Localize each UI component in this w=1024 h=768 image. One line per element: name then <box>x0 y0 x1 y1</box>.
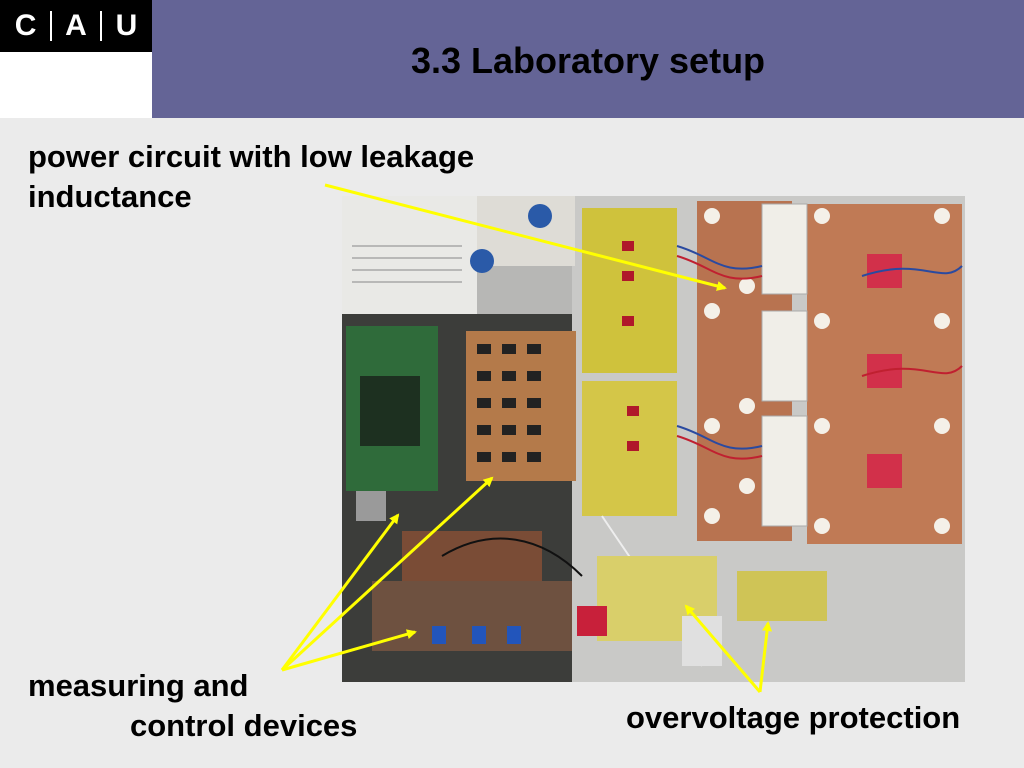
logo-letter-c: C <box>14 9 37 42</box>
overvoltage-label: overvoltage protection <box>626 700 961 735</box>
lab-setup-photo <box>342 196 965 682</box>
measuring-label-line1: measuring and <box>28 668 249 703</box>
logo-area: C A U <box>0 0 152 118</box>
power-circuit-label-line2: inductance <box>28 179 192 214</box>
lab-setup-illustration <box>342 196 965 682</box>
cau-logo: C A U <box>0 0 152 52</box>
power-circuit-label-line1: power circuit with low leakage <box>28 139 475 174</box>
logo-separator <box>100 11 103 41</box>
header-band <box>152 0 1024 118</box>
logo-letter-a: A <box>65 9 87 42</box>
measuring-label-line2: control devices <box>130 708 358 743</box>
slide-title: 3.3 Laboratory setup <box>410 40 766 81</box>
logo-separator <box>49 11 52 41</box>
logo-letter-u: U <box>115 9 138 42</box>
